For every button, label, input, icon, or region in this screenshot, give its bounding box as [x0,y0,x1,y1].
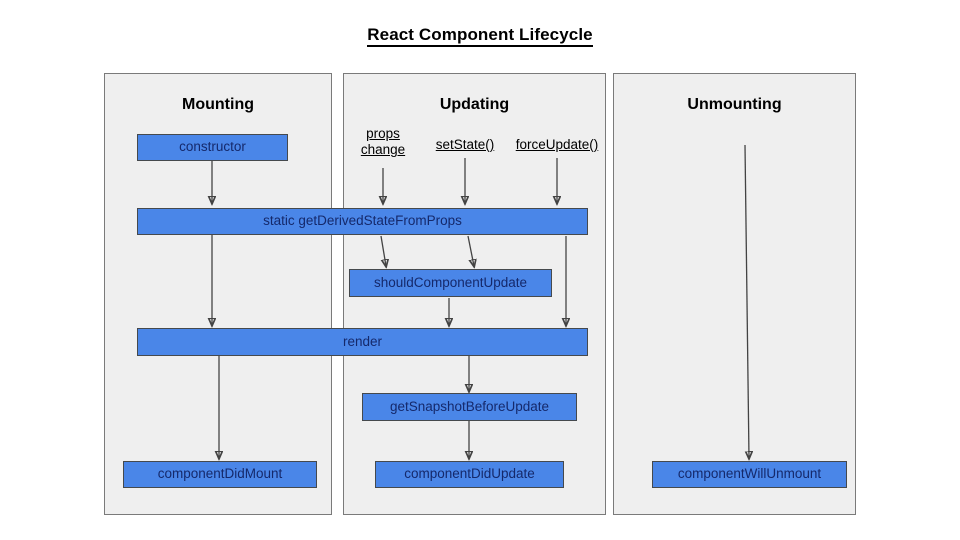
node-render-label: render [342,333,383,349]
node-constructor-label: constructor [179,139,246,155]
panel-title-updating: Updating [439,96,510,113]
node-render[interactable]: render [137,328,588,356]
node-component-did-mount[interactable]: componentDidMount [123,461,317,488]
panel-unmounting: Unmounting [613,73,856,515]
panel-title-mounting: Mounting [182,96,254,113]
page-title: React Component Lifecycle [0,25,960,47]
trigger-set-state-label: setState() [435,137,495,152]
page-title-text: React Component Lifecycle [367,25,593,47]
node-should-component-update-label: shouldComponentUpdate [373,274,528,290]
trigger-set-state: setState() [424,137,506,153]
trigger-props-change-line2: change [360,142,406,158]
node-component-did-update-label: componentDidUpdate [404,466,535,482]
node-get-snapshot-before-update[interactable]: getSnapshotBeforeUpdate [362,393,577,421]
node-component-will-unmount[interactable]: componentWillUnmount [652,461,847,488]
trigger-props-change: props change [348,126,418,159]
node-constructor[interactable]: constructor [137,134,288,161]
panel-title-unmounting: Unmounting [687,96,782,113]
node-get-snapshot-before-update-label: getSnapshotBeforeUpdate [389,398,550,414]
node-get-derived-state-from-props-label: static getDerivedStateFromProps [263,213,462,229]
node-should-component-update[interactable]: shouldComponentUpdate [349,269,552,297]
node-component-will-unmount-label: componentWillUnmount [677,466,822,482]
node-component-did-mount-label: componentDidMount [157,466,283,482]
node-get-derived-state-from-props[interactable]: static getDerivedStateFromProps [137,208,588,235]
node-component-did-update[interactable]: componentDidUpdate [375,461,564,488]
trigger-force-update-label: forceUpdate() [515,137,599,152]
trigger-force-update: forceUpdate() [505,137,609,153]
trigger-props-change-line1: props [366,126,400,141]
